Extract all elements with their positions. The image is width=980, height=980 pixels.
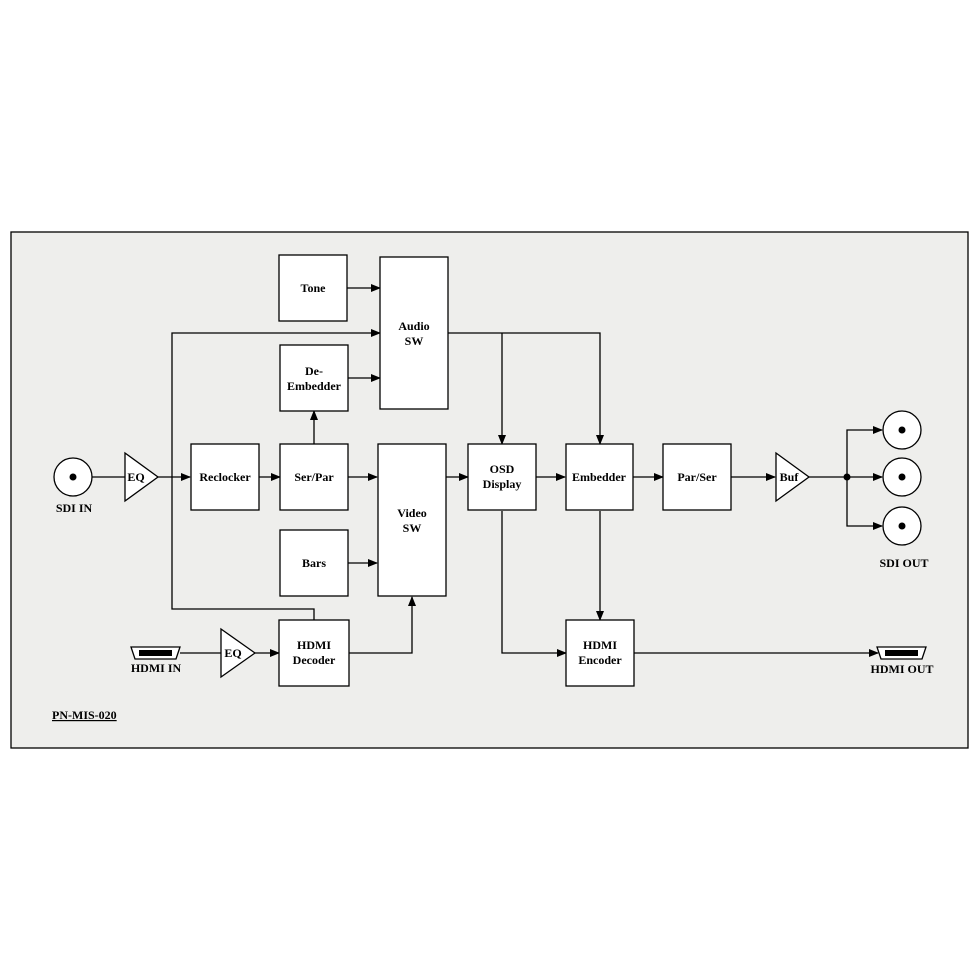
eq-hdmi-label: EQ (224, 646, 241, 660)
hdmi-in-connector-icon (130, 646, 181, 660)
hdmi-out-label: HDMI OUT (871, 662, 934, 676)
eq-sdi-amplifier: EQ (124, 451, 160, 503)
block-par-ser: Par/Ser (662, 443, 732, 511)
block-hdmi-decoder-label-2: Decoder (293, 653, 336, 667)
block-hdmi-encoder-label-1: HDMI (583, 638, 617, 652)
block-ser-par: Ser/Par (279, 443, 349, 511)
hdmi-out-connector-icon (876, 646, 927, 660)
block-embedder-label: Embedder (572, 470, 627, 484)
eq-sdi-label: EQ (127, 470, 144, 484)
part-number: PN-MIS-020 (52, 708, 117, 722)
block-osd-display: OSD Display (467, 443, 537, 511)
block-osd-display-label-2: Display (483, 477, 522, 491)
block-audio-sw-label-1: Audio (398, 319, 429, 333)
block-video-sw-label-2: SW (403, 521, 422, 535)
block-bars: Bars (279, 529, 349, 597)
block-video-sw: Video SW (377, 443, 447, 597)
block-reclocker: Reclocker (190, 443, 260, 511)
block-par-ser-label: Par/Ser (677, 470, 717, 484)
block-de-embedder-label-2: Embedder (287, 379, 342, 393)
block-reclocker-label: Reclocker (199, 470, 251, 484)
block-de-embedder: De- Embedder (279, 344, 349, 412)
block-tone-label: Tone (301, 281, 327, 295)
hdmi-in-label: HDMI IN (131, 661, 182, 675)
block-hdmi-encoder-label-2: Encoder (578, 653, 622, 667)
eq-hdmi-amplifier: EQ (220, 627, 257, 679)
buf-amplifier: Buf (775, 451, 811, 503)
block-audio-sw-label-2: SW (405, 334, 424, 348)
sdi-out-label: SDI OUT (879, 556, 928, 570)
signal-lines (92, 284, 883, 657)
block-osd-display-label-1: OSD (490, 462, 515, 476)
buf-label: Buf (780, 470, 800, 484)
block-audio-sw: Audio SW (379, 256, 449, 410)
block-de-embedder-label-1: De- (305, 364, 323, 378)
block-hdmi-decoder: HDMI Decoder (278, 619, 350, 687)
block-tone: Tone (278, 254, 348, 322)
sdi-in-connector-icon (53, 457, 93, 497)
sdi-in-label: SDI IN (56, 501, 93, 515)
block-hdmi-encoder: HDMI Encoder (565, 619, 635, 687)
block-embedder: Embedder (565, 443, 634, 511)
block-video-sw-label-1: Video (397, 506, 427, 520)
block-hdmi-decoder-label-1: HDMI (297, 638, 331, 652)
block-ser-par-label: Ser/Par (294, 470, 334, 484)
block-bars-label: Bars (302, 556, 326, 570)
sdi-out-connector-icon (882, 410, 922, 546)
